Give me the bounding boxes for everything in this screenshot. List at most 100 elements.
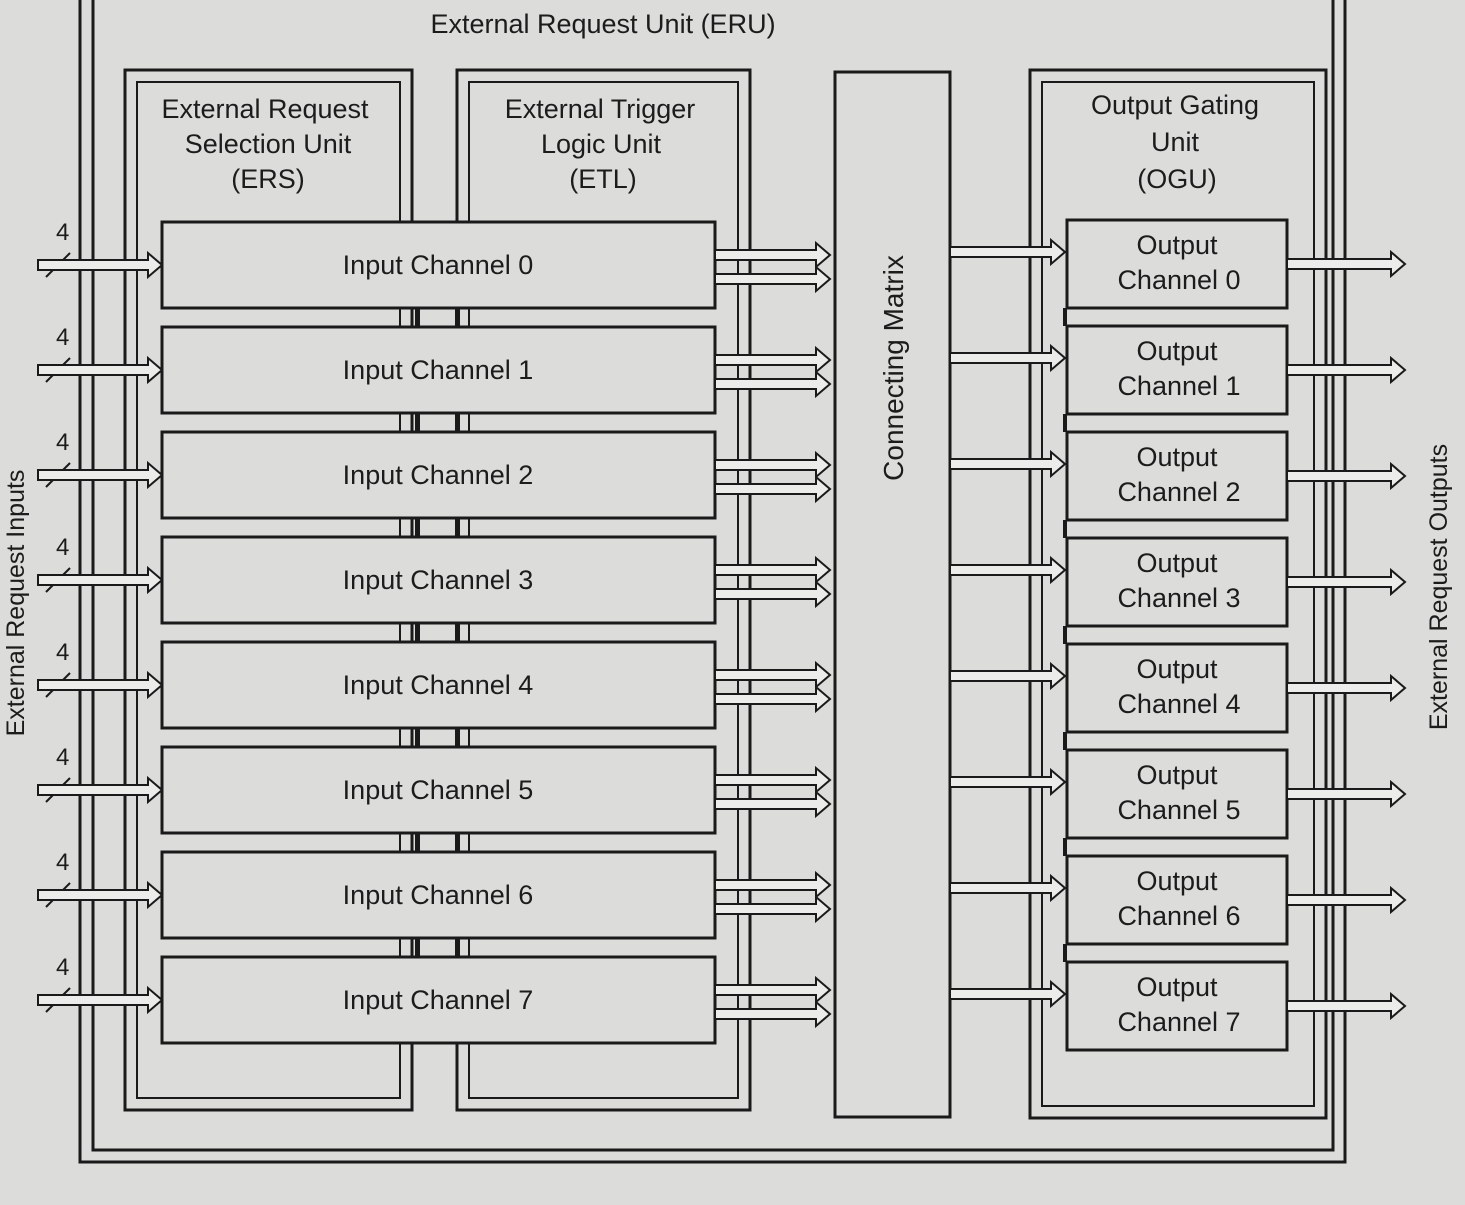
svg-text:(ETL): (ETL) — [569, 164, 637, 194]
ogu-unit — [1028, 68, 1328, 1120]
input-channel-box — [160, 535, 717, 625]
output-arrow — [1286, 355, 1407, 385]
to-matrix-arrow — [714, 789, 832, 819]
input-bus-arrow — [37, 460, 164, 490]
to-matrix-arrow — [714, 684, 832, 714]
input-channel-label: Input Channel 0 — [343, 250, 534, 280]
to-matrix-arrow — [714, 474, 832, 504]
output-arrow — [1286, 567, 1407, 597]
output-channel-label-line2: Channel 0 — [1117, 265, 1240, 295]
svg-text:Selection Unit: Selection Unit — [185, 129, 352, 159]
svg-text:Unit: Unit — [1151, 127, 1200, 157]
svg-text:(OGU): (OGU) — [1137, 164, 1216, 194]
output-channel-label-line2: Channel 4 — [1117, 689, 1240, 719]
output-channel-label-line1: Output — [1136, 230, 1218, 260]
input-channel-label: Input Channel 6 — [343, 880, 534, 910]
input-channel-box — [160, 325, 717, 415]
output-channel-box — [1065, 218, 1289, 310]
input-channel-box — [160, 640, 717, 730]
connecting-matrix — [833, 70, 952, 1119]
output-channel-box — [1065, 430, 1289, 522]
input-channel-box — [160, 745, 717, 835]
to-matrix-arrow — [714, 579, 832, 609]
to-matrix-arrow — [714, 555, 832, 585]
output-arrow — [1286, 249, 1407, 279]
output-channel-box — [1065, 536, 1289, 628]
input-bus-arrow — [37, 880, 164, 910]
input-channel-label: Input Channel 2 — [343, 460, 534, 490]
bus-width-label: 4 — [56, 534, 69, 561]
input-bus-arrow — [37, 355, 164, 385]
output-channel-label-line2: Channel 7 — [1117, 1007, 1240, 1037]
input-bus-arrow — [37, 670, 164, 700]
output-arrow — [1286, 885, 1407, 915]
output-channel-label-line1: Output — [1136, 760, 1218, 790]
to-matrix-arrow — [714, 765, 832, 795]
svg-text:External Request: External Request — [161, 94, 369, 124]
input-bus-arrow — [37, 985, 164, 1015]
bus-width-label: 4 — [56, 849, 69, 876]
matrix-to-output-arrow — [949, 979, 1067, 1009]
input-channel-box — [160, 955, 717, 1045]
to-matrix-arrow — [714, 660, 832, 690]
output-channel-box — [1065, 854, 1289, 946]
output-channel-label-line1: Output — [1136, 972, 1218, 1002]
bus-width-label: 4 — [56, 639, 69, 666]
eru-title: External Request Unit (ERU) — [430, 9, 775, 39]
matrix-to-output-arrow — [949, 343, 1067, 373]
to-matrix-arrow — [714, 240, 832, 270]
output-channel-box — [1065, 324, 1289, 416]
matrix-to-output-arrow — [949, 237, 1067, 267]
input-channel-box — [160, 220, 717, 310]
input-channel-label: Input Channel 7 — [343, 985, 534, 1015]
input-channel-label: Input Channel 4 — [343, 670, 534, 700]
input-channel-label: Input Channel 1 — [343, 355, 534, 385]
output-arrow — [1286, 991, 1407, 1021]
bus-width-label: 4 — [56, 954, 69, 981]
matrix-to-output-arrow — [949, 555, 1067, 585]
output-channel-label-line2: Channel 3 — [1117, 583, 1240, 613]
to-matrix-arrow — [714, 450, 832, 480]
output-channel-label-line1: Output — [1136, 548, 1218, 578]
input-channel-box — [160, 430, 717, 520]
output-arrow — [1286, 461, 1407, 491]
output-channel-label-line1: Output — [1136, 866, 1218, 896]
outputs-label: External Request Outputs — [1425, 444, 1453, 730]
to-matrix-arrow — [714, 894, 832, 924]
matrix-to-output-arrow — [949, 767, 1067, 797]
input-bus-arrow — [37, 775, 164, 805]
input-channel-label: Input Channel 5 — [343, 775, 534, 805]
input-bus-arrow — [37, 250, 164, 280]
output-channel-label-line2: Channel 6 — [1117, 901, 1240, 931]
input-channel-label: Input Channel 3 — [343, 565, 534, 595]
ers-header: External Request Selection Unit (ERS) — [140, 86, 398, 204]
bus-width-label: 4 — [56, 744, 69, 771]
output-channel-label-line1: Output — [1136, 654, 1218, 684]
matrix-to-output-arrow — [949, 873, 1067, 903]
output-channel-box — [1065, 960, 1289, 1052]
inputs-label: External Request Inputs — [2, 470, 30, 737]
output-arrow — [1286, 779, 1407, 809]
etl-header: External Trigger Logic Unit (ETL) — [472, 86, 736, 204]
to-matrix-arrow — [714, 975, 832, 1005]
output-channel-label-line2: Channel 2 — [1117, 477, 1240, 507]
ogu-header: Output Gating Unit (OGU) — [1045, 86, 1311, 204]
bus-width-label: 4 — [56, 324, 69, 351]
bus-width-label: 4 — [56, 429, 69, 456]
svg-text:External Trigger: External Trigger — [505, 94, 696, 124]
output-channel-label-line2: Channel 1 — [1117, 371, 1240, 401]
matrix-to-output-arrow — [949, 449, 1067, 479]
